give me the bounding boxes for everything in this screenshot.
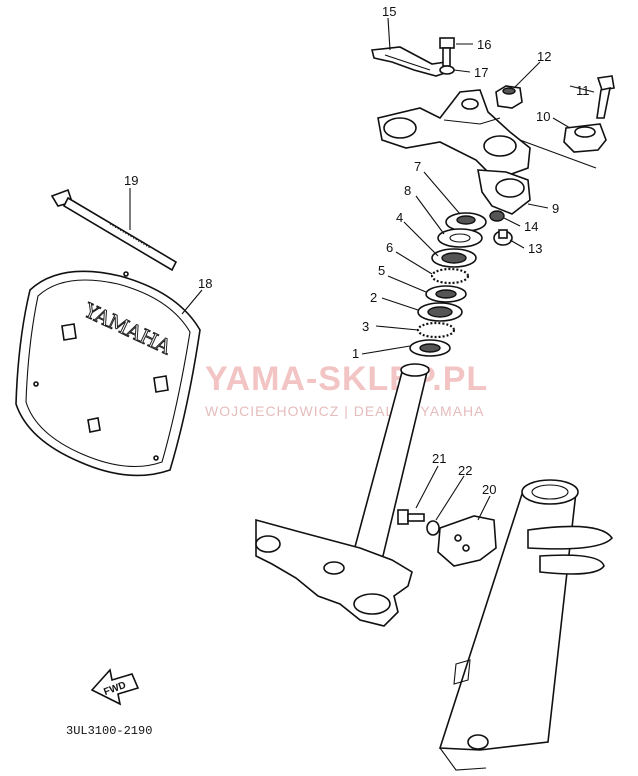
callout-1: 1 (352, 346, 359, 361)
race-5 (425, 285, 467, 303)
race-1 (409, 339, 451, 357)
callout-5: 5 (378, 263, 385, 278)
callout-20: 20 (482, 482, 496, 497)
washer-17 (439, 65, 455, 75)
callout-8: 8 (404, 183, 411, 198)
washer-14 (489, 210, 505, 222)
upper-bracket (377, 89, 597, 215)
callout-7: 7 (414, 159, 421, 174)
bearing-3 (416, 321, 456, 339)
diagram-code: 3UL3100-2190 (66, 724, 152, 738)
callout-16: 16 (477, 37, 491, 52)
callout-12: 12 (537, 49, 551, 64)
callout-18: 18 (198, 276, 212, 291)
callout-9: 9 (552, 201, 559, 216)
bolt-11 (596, 75, 615, 119)
watermark-main: YAMA-SKLEP.PL (205, 360, 488, 398)
callout-4: 4 (396, 210, 403, 225)
plate-18: YAMAHA (15, 270, 201, 477)
bracket-15 (371, 46, 449, 77)
washer-8 (437, 228, 483, 248)
callout-3: 3 (362, 319, 369, 334)
bolt-21 (397, 509, 425, 525)
callout-10: 10 (536, 109, 550, 124)
holder-10 (563, 123, 607, 153)
washer-22 (426, 520, 440, 536)
bracket-20 (437, 515, 497, 567)
steering-stem (255, 363, 430, 627)
callout-13: 13 (528, 241, 542, 256)
bearing-6 (430, 267, 470, 285)
callout-19: 19 (124, 173, 138, 188)
callout-2: 2 (370, 290, 377, 305)
ring-nut-7 (445, 212, 487, 232)
callout-21: 21 (432, 451, 446, 466)
callouts: 15 16 17 12 11 10 7 8 9 14 13 4 6 5 2 3 … (124, 4, 590, 497)
watermark-sub: WOJCIECHOWICZ | DEALER YAMAHA (205, 403, 484, 419)
callout-11: 11 (576, 83, 590, 98)
nut-12 (495, 85, 523, 109)
callout-6: 6 (386, 240, 393, 255)
callout-17: 17 (474, 65, 488, 80)
leader-lines (129, 17, 595, 521)
callout-22: 22 (458, 463, 472, 478)
callout-14: 14 (524, 219, 538, 234)
cap-13 (493, 229, 513, 246)
race-4 (431, 248, 477, 268)
race-2 (417, 302, 463, 322)
cable-tie-19 (50, 188, 178, 272)
fwd-arrow-icon: FWD (90, 668, 140, 706)
callout-15: 15 (382, 4, 396, 19)
fork-leg (438, 479, 614, 771)
